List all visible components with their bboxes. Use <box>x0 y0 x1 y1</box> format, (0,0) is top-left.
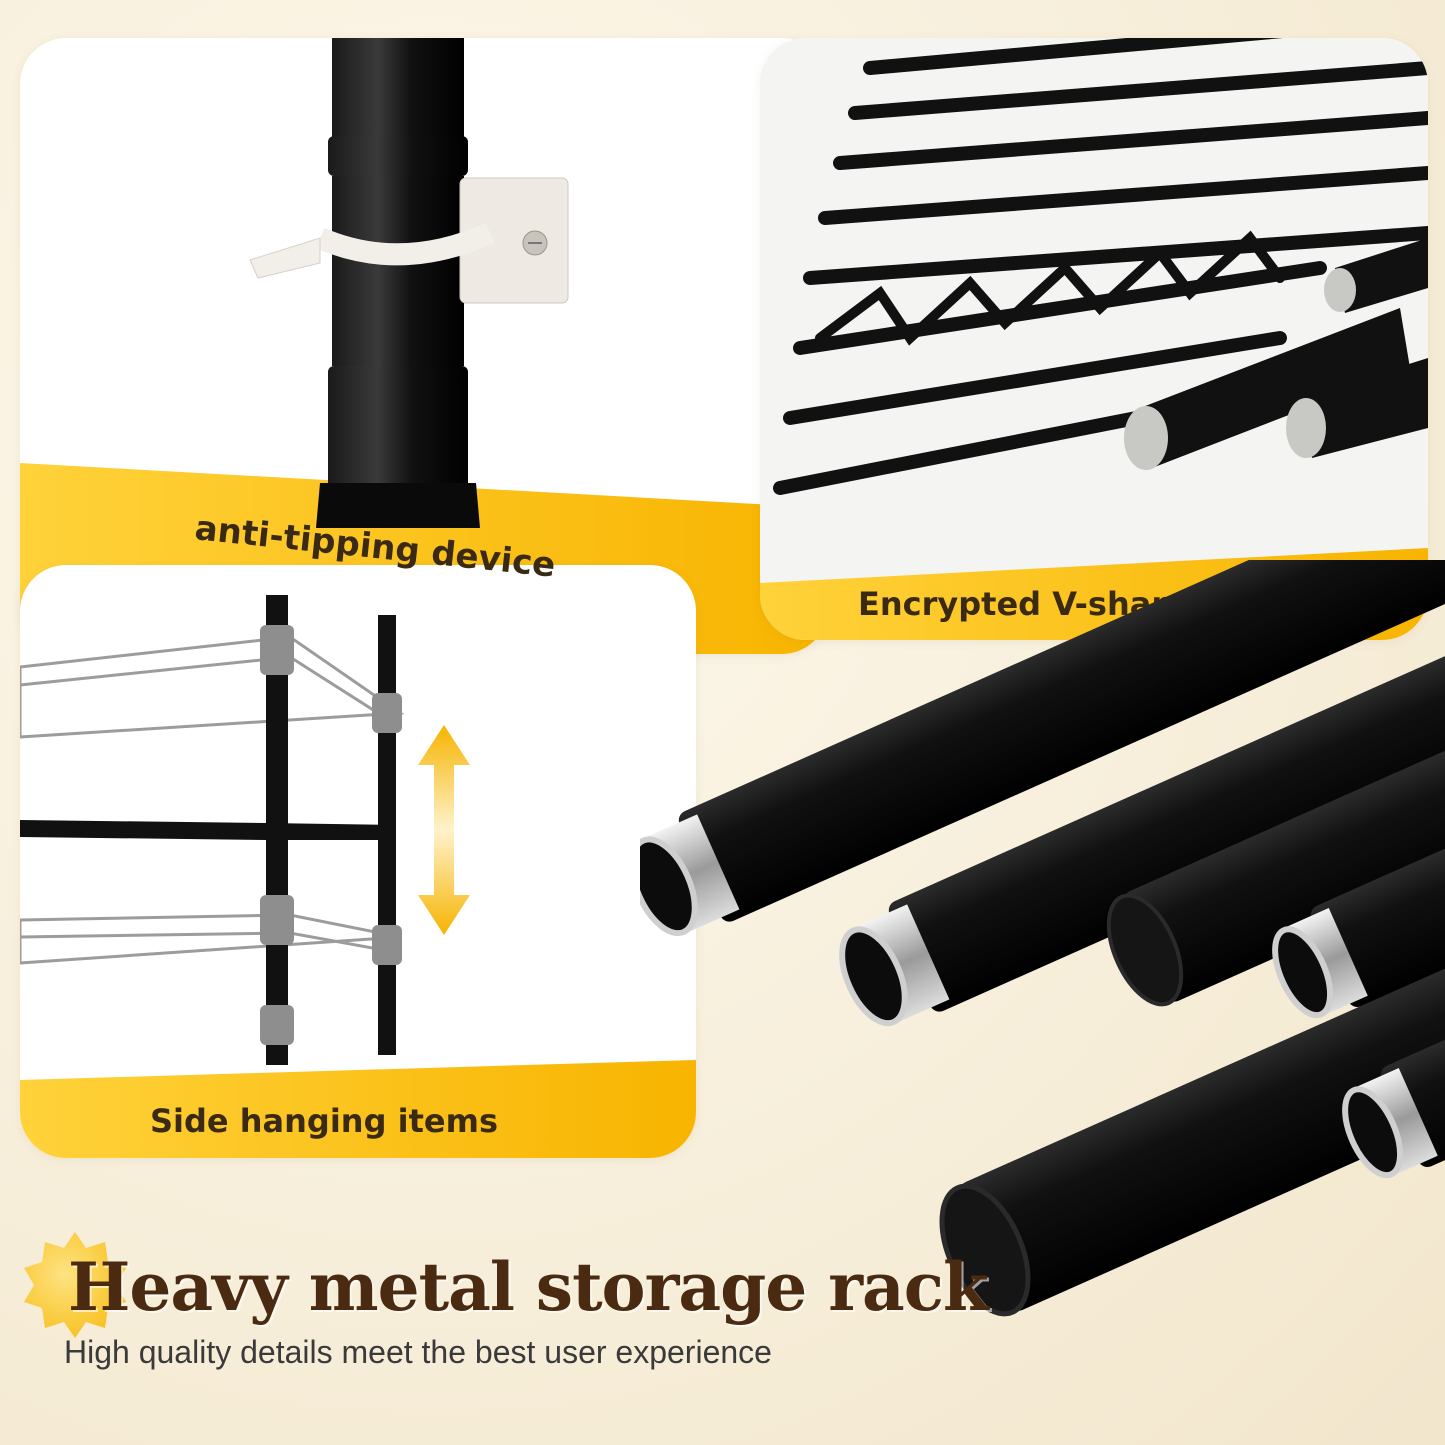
poles-illustration <box>640 560 1445 1317</box>
headline: Heavy metal storage rack <box>68 1248 989 1326</box>
side-hanging-panel <box>20 565 696 1158</box>
grid-panel <box>760 38 1428 640</box>
grid-illustration <box>760 38 1428 640</box>
side-hanging-caption: Side hanging items <box>150 1102 498 1140</box>
subheadline: High quality details meet the best user … <box>64 1334 772 1370</box>
side-hanging-illustration <box>20 595 696 1158</box>
sun-badge-icon <box>24 1232 126 1338</box>
